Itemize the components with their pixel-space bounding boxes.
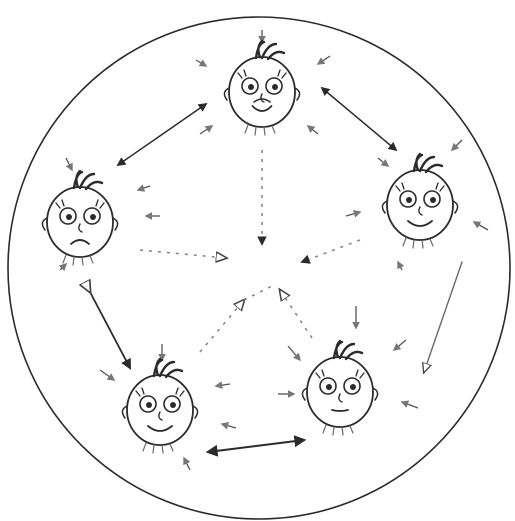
edge-bottomleft-bottomright: [208, 440, 304, 452]
child-face-icon-top: [224, 41, 299, 135]
incoming-arrows: [60, 30, 488, 470]
edge-right-center: [302, 240, 360, 262]
edge-left-bottomleft: [90, 292, 130, 368]
edge-top-left: [118, 104, 206, 165]
edge-top-right: [322, 88, 396, 150]
child-face-icon-bottom-right: [302, 341, 377, 435]
edge-bottomright-center: [280, 290, 312, 338]
child-face-icon-left: [42, 171, 117, 265]
child-face-icon-right: [382, 154, 457, 248]
edge-right-bottomright: [424, 262, 462, 372]
solid-connections: [90, 88, 462, 452]
edge-left-center: [140, 250, 226, 258]
boundary-circle: [8, 17, 510, 519]
dotted-connections: [140, 150, 360, 352]
edge-bottomleft-center: [200, 300, 244, 352]
child-face-icon-bottom-left: [122, 359, 197, 453]
